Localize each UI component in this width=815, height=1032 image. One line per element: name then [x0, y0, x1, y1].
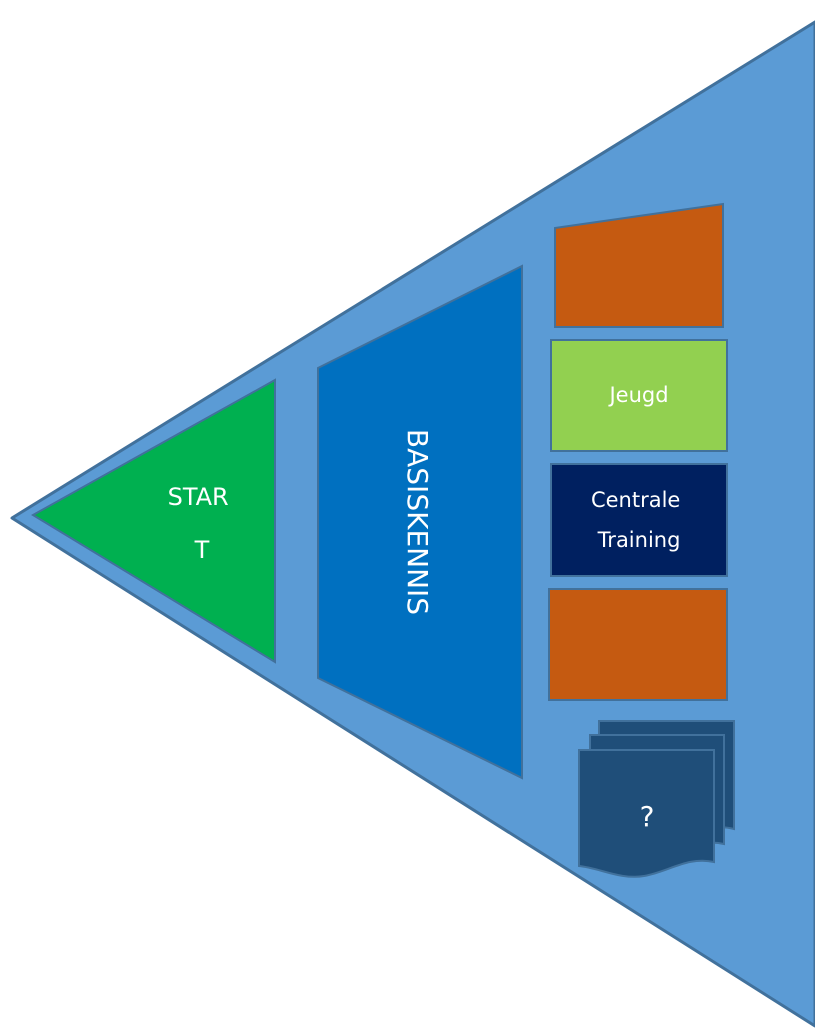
basiskennis-block — [317, 264, 523, 780]
jeugd-label: Jeugd — [607, 383, 668, 407]
orange-block-top — [554, 202, 724, 328]
centrale-training-label: Centrale Training — [591, 488, 687, 552]
centrale-training-block — [550, 463, 728, 577]
jeugd-block — [550, 339, 728, 452]
centrale-training-line-2: Training — [597, 528, 681, 552]
start-label: STAR T — [168, 483, 237, 564]
start-label-line-2: T — [194, 536, 210, 564]
orange-block-bottom — [548, 588, 728, 701]
start-triangle — [31, 378, 276, 664]
documents-stack — [578, 720, 735, 878]
centrale-training-line-1: Centrale — [591, 488, 680, 512]
unknown-label: ? — [640, 800, 655, 833]
document-front — [578, 749, 715, 878]
start-label-line-1: STAR — [168, 483, 229, 511]
basiskennis-label: BASISKENNIS — [401, 429, 434, 615]
